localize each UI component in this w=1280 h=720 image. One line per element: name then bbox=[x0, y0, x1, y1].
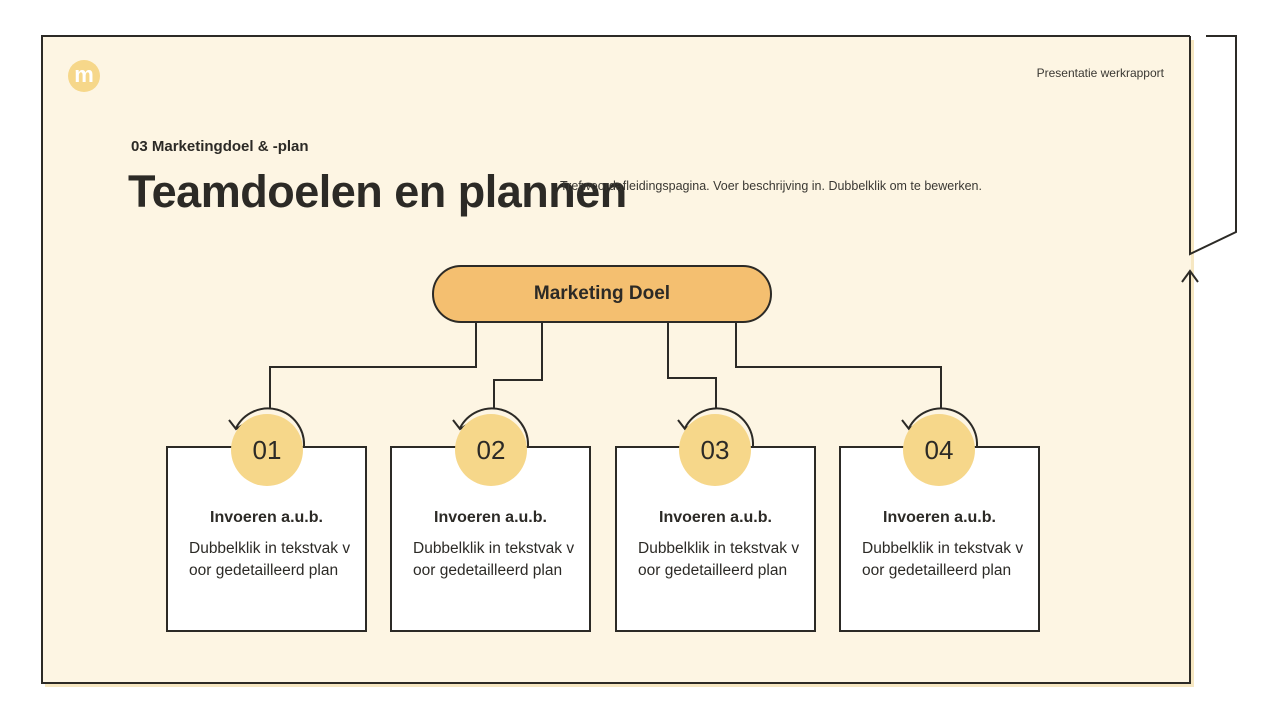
step-text[interactable]: Dubbelklik in tekstvak voor gedetailleer… bbox=[638, 540, 800, 579]
step-number-badge-2: 02 bbox=[455, 414, 527, 486]
step-title[interactable]: Invoeren a.u.b. bbox=[659, 509, 772, 526]
marketing-goal-node[interactable]: Marketing Doel bbox=[432, 265, 772, 323]
step-title[interactable]: Invoeren a.u.b. bbox=[434, 509, 547, 526]
page-title[interactable]: Teamdoelen en plannen bbox=[128, 166, 627, 217]
step-number: 01 bbox=[252, 434, 282, 465]
circle-arrows bbox=[228, 407, 979, 447]
step-text[interactable]: Dubbelklik in tekstvak voor gedetailleer… bbox=[862, 540, 1024, 579]
description-text[interactable]: Trefwoordafleidingspagina. Voer beschrij… bbox=[560, 179, 982, 193]
step-number-badge-1: 01 bbox=[231, 414, 303, 486]
step-text[interactable]: Dubbelklik in tekstvak voor gedetailleer… bbox=[189, 540, 351, 579]
step-number: 02 bbox=[476, 434, 506, 465]
section-label[interactable]: 03 Marketingdoel & -plan bbox=[131, 138, 309, 155]
step-number-badge-3: 03 bbox=[679, 414, 751, 486]
logo-letter: m bbox=[74, 62, 94, 87]
step-number: 04 bbox=[924, 434, 954, 465]
marketing-goal-label: Marketing Doel bbox=[533, 283, 671, 304]
step-number: 03 bbox=[700, 434, 730, 465]
connector-lines bbox=[269, 323, 942, 408]
brand-logo: m bbox=[68, 60, 100, 92]
step-title[interactable]: Invoeren a.u.b. bbox=[883, 509, 996, 526]
step-card-1[interactable]: Invoeren a.u.b. Dubbelklik in tekstvak v… bbox=[166, 446, 367, 632]
report-label: Presentatie werkrapport bbox=[1036, 66, 1164, 80]
step-text[interactable]: Dubbelklik in tekstvak voor gedetailleer… bbox=[413, 540, 575, 579]
step-title[interactable]: Invoeren a.u.b. bbox=[210, 509, 323, 526]
step-number-badge-4: 04 bbox=[903, 414, 975, 486]
